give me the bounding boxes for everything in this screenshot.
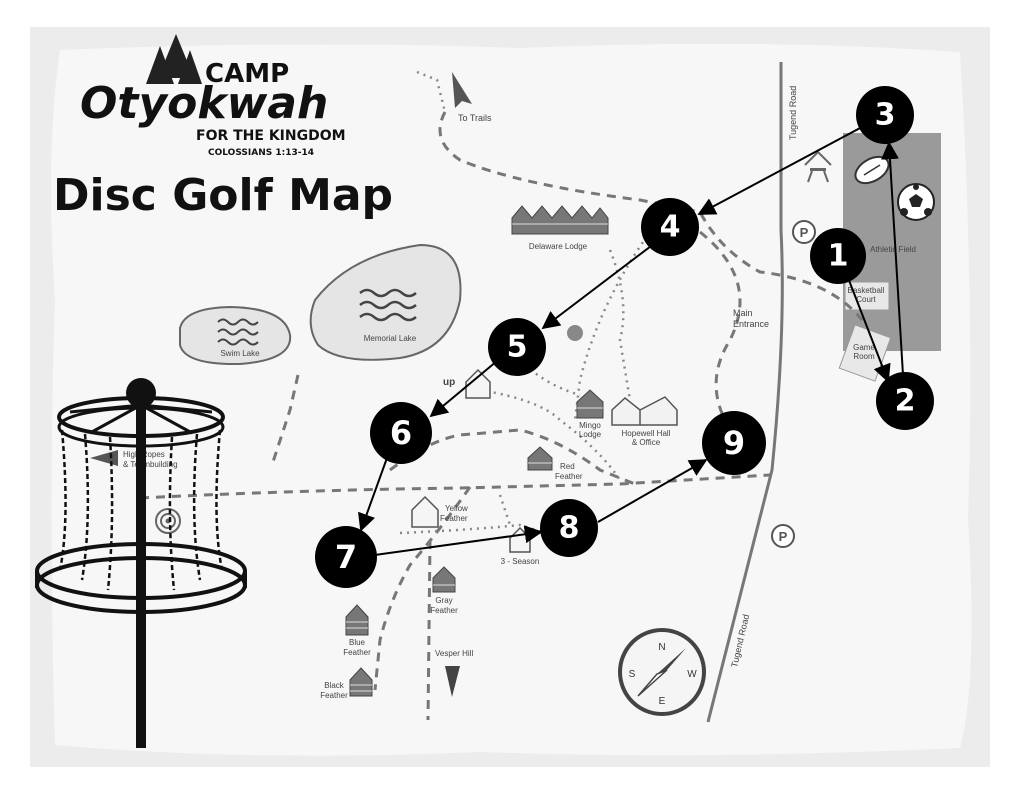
map-title: Disc Golf Map [53,170,393,221]
parking-label-2: P [779,529,788,544]
dotted-trails [399,70,657,535]
basketball-label-2: Court [856,295,876,304]
tugend-road [706,62,784,723]
hole-5[interactable]: 5 [488,318,546,376]
map-area [51,43,972,756]
blue-feather-label-2: Feather [343,648,371,657]
up-label: up [443,377,455,388]
logo-verse: COLOSSIANS 1:13-14 [208,148,314,158]
hole-8[interactable]: 8 [540,499,598,557]
hole-3[interactable]: 3 [856,86,914,144]
parking-label-1: P [800,225,809,240]
red-feather-label-1: Red [560,462,575,471]
football-icon [854,155,890,185]
disc-golf-basket-icon [35,378,247,748]
hole-2[interactable]: 2 [876,372,934,430]
memorial-lake-label: Memorial Lake [364,334,417,343]
soccer-ball-icon [897,183,935,221]
hopewell-label-1: Hopewell Hall [622,429,671,438]
hole-2-number: 2 [895,384,916,419]
gray-feather-icon [432,566,456,593]
hole-8-number: 8 [559,511,580,546]
hole-3-number: 3 [875,98,896,133]
compass-e: E [659,696,666,707]
route-8-9 [597,459,708,523]
blue-feather-label-1: Blue [349,638,366,647]
compass-s: S [629,669,636,680]
black-feather-icon [349,667,373,697]
road-label-top: Tugend Road [788,86,798,140]
blue-feather-icon [345,604,369,636]
hole-4-number: 4 [660,210,681,245]
hopewell-hall-icon [611,396,678,426]
yellow-feather-icon [411,495,439,528]
route-6-7 [358,457,388,532]
main-entrance-label-2: Entrance [733,319,769,329]
hole-1[interactable]: 1 [810,228,866,284]
hole-route [358,126,904,556]
vesper-hill-arrow-icon [445,666,460,697]
three-season-label: 3 - Season [501,557,540,566]
yellow-feather-label-2: Feather [440,514,468,523]
gray-feather-label-2: Feather [430,606,458,615]
route-7-8 [374,525,543,556]
pine-trees-icon [146,34,202,84]
compass-w: W [687,669,697,680]
yellow-feather-label-1: Yellow [445,504,468,513]
memorial-lake [309,243,462,361]
swim-lake-label: Swim Lake [220,349,260,358]
mingo-label-1: Mingo [579,421,601,430]
trails-label: To Trails [458,113,492,123]
delaware-lodge-label: Delaware Lodge [529,242,588,251]
hole-7-number: 7 [335,538,357,576]
compass-icon: N E S W [618,628,706,716]
red-feather-label-2: Feather [555,472,583,481]
basketball-label-1: Basketball [848,286,885,295]
up-house-icon [465,368,491,399]
hopewell-label-2: & Office [632,438,661,447]
logo-tagline: FOR THE KINGDOM [196,128,346,144]
route-4-5 [541,242,656,330]
parking-icon: P [792,220,816,244]
black-feather-label-2: Feather [320,691,348,700]
hole-4[interactable]: 4 [641,198,699,256]
swim-lake [179,305,292,366]
game-room-label-1: Game [853,343,875,352]
main-entrance-label-1: Main [733,308,753,318]
hole-9-number: 9 [723,424,745,462]
mingo-label-2: Lodge [579,430,602,439]
small-hut-icon [567,325,583,341]
route-5-6 [429,360,498,418]
hole-5-number: 5 [507,330,528,365]
black-feather-label-1: Black [324,681,345,690]
trails-arrow-icon [452,72,472,108]
route-3-4 [697,126,863,215]
athletic-field-label: Athletic Field [870,245,916,254]
hole-1-number: 1 [828,239,849,274]
hole-7[interactable]: 7 [315,526,377,588]
vesper-hill-label: Vesper Hill [435,649,473,658]
gray-feather-label-1: Gray [435,596,452,605]
parking-icon: P [771,524,795,548]
red-feather-icon [527,446,553,471]
route-2-3 [880,141,904,376]
picnic-shelter-icon [804,150,832,183]
mingo-lodge-icon [576,389,604,419]
delaware-lodge-icon [511,205,609,235]
hole-6-number: 6 [390,414,412,452]
hole-6[interactable]: 6 [370,402,432,464]
high-ropes-label-2: & Teambuilding [123,460,178,469]
game-room-label-2: Room [853,352,875,361]
logo-camp: CAMP [205,59,289,89]
route-1-2 [844,269,891,383]
logo-name: Otyokwah [80,78,328,129]
compass-n: N [658,642,665,653]
hole-9[interactable]: 9 [702,411,766,475]
